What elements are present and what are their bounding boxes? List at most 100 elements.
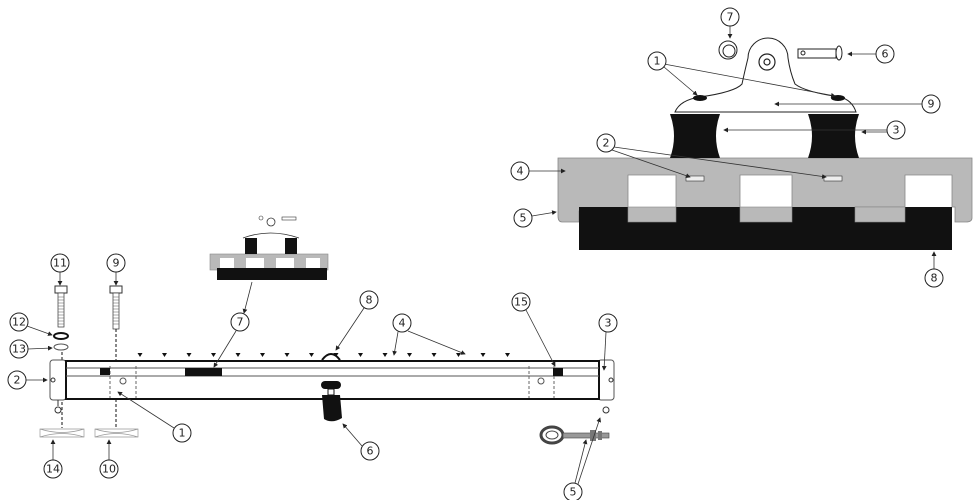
nut-right bbox=[823, 175, 843, 182]
washer bbox=[53, 343, 69, 351]
callout-number: 2 bbox=[14, 374, 21, 387]
callout-circle bbox=[43, 459, 63, 479]
rivet-marker bbox=[260, 353, 265, 357]
callout-number: 6 bbox=[882, 48, 889, 61]
detail-callout-3: 3 bbox=[886, 120, 906, 140]
assembly-thumbnail bbox=[209, 215, 329, 280]
leader-line bbox=[577, 417, 602, 485]
rivet-marker bbox=[162, 353, 167, 357]
leader-line bbox=[531, 210, 557, 217]
main-callout-2: 2 bbox=[7, 370, 27, 390]
rivet-marker bbox=[211, 353, 216, 357]
main-callout-8: 8 bbox=[359, 290, 379, 310]
car bbox=[185, 368, 222, 376]
leader-line bbox=[601, 331, 607, 371]
callout-number: 3 bbox=[605, 317, 612, 330]
detail-callout-7: 7 bbox=[720, 7, 740, 27]
rivet-marker bbox=[431, 353, 437, 357]
callout-circle bbox=[720, 7, 740, 27]
callout-number: 15 bbox=[514, 296, 528, 309]
main-callout-9: 9 bbox=[106, 253, 126, 273]
end-plug-14 bbox=[39, 428, 85, 438]
callout-number: 3 bbox=[893, 124, 900, 137]
rivet-marker bbox=[505, 353, 510, 357]
clevis-pin bbox=[797, 45, 843, 61]
callout-number: 7 bbox=[237, 316, 244, 329]
main-callout-12: 12 bbox=[9, 312, 29, 332]
leader-line bbox=[117, 391, 175, 429]
roller-left bbox=[670, 114, 720, 158]
main-callout-3: 3 bbox=[598, 313, 618, 333]
callout-number: 6 bbox=[367, 445, 374, 458]
end-plug-10 bbox=[94, 428, 139, 438]
rivet-marker bbox=[186, 353, 192, 357]
callout-number: 10 bbox=[102, 463, 116, 476]
rivet-marker bbox=[480, 353, 486, 357]
callout-circle bbox=[596, 133, 616, 153]
main-callout-10: 10 bbox=[99, 459, 119, 479]
callout-number: 2 bbox=[603, 137, 610, 150]
callout-number: 7 bbox=[727, 11, 734, 24]
callout-circle bbox=[106, 253, 126, 273]
callout-circle bbox=[924, 268, 944, 288]
end-cap-right bbox=[597, 359, 615, 401]
rivet-marker bbox=[235, 353, 241, 357]
bushing bbox=[718, 40, 738, 60]
main-callout-4: 4 bbox=[392, 313, 412, 333]
stop-right bbox=[553, 368, 563, 376]
end-cap-left bbox=[49, 359, 67, 401]
detail-callout-1: 1 bbox=[647, 51, 667, 71]
callout-circle bbox=[647, 51, 667, 71]
leader-line bbox=[242, 281, 253, 314]
main-callout-6: 6 bbox=[360, 441, 380, 461]
callout-circle bbox=[598, 313, 618, 333]
main-callout-11: 11 bbox=[50, 253, 70, 273]
callout-circle bbox=[172, 423, 192, 443]
callout-circle bbox=[886, 120, 906, 140]
callout-circle bbox=[510, 161, 530, 181]
rivet-marker bbox=[309, 353, 314, 357]
callout-circle bbox=[99, 459, 119, 479]
callout-circle bbox=[392, 313, 412, 333]
callout-circle bbox=[921, 94, 941, 114]
main-callout-15: 15 bbox=[511, 292, 531, 312]
callout-circle bbox=[513, 208, 533, 228]
callout-number: 9 bbox=[928, 98, 935, 111]
leader-line bbox=[27, 345, 53, 351]
callout-number: 9 bbox=[113, 257, 120, 270]
shackle bbox=[321, 353, 341, 361]
callout-number: 13 bbox=[12, 343, 26, 356]
callout-circle bbox=[563, 482, 583, 500]
callout-number: 11 bbox=[53, 257, 67, 270]
roller-right bbox=[808, 114, 859, 158]
callout-number: 4 bbox=[399, 317, 406, 330]
rivet-marker bbox=[358, 353, 363, 357]
callout-number: 8 bbox=[931, 272, 938, 285]
leader-line bbox=[26, 325, 53, 336]
leader-line bbox=[574, 439, 588, 484]
callout-circle bbox=[50, 253, 70, 273]
callout-number: 1 bbox=[654, 55, 661, 68]
rivet-marker bbox=[407, 353, 412, 357]
detail-callout-6: 6 bbox=[875, 44, 895, 64]
rivet-marker bbox=[284, 353, 290, 357]
callout-circle bbox=[230, 312, 250, 332]
main-callout-7: 7 bbox=[230, 312, 250, 332]
leader-line bbox=[525, 309, 556, 367]
detail-callout-2: 2 bbox=[596, 133, 616, 153]
rivet-marker bbox=[137, 353, 143, 357]
nut-left bbox=[685, 175, 705, 182]
leader-line bbox=[213, 330, 237, 368]
callout-number: 5 bbox=[570, 486, 577, 499]
main-callout-13: 13 bbox=[9, 339, 29, 359]
callout-number: 14 bbox=[46, 463, 60, 476]
leader-line bbox=[342, 423, 363, 447]
leader-line bbox=[611, 149, 691, 178]
o-ring bbox=[53, 332, 69, 340]
rivet-marker bbox=[382, 353, 388, 357]
knob bbox=[321, 381, 342, 422]
detail-callout-9: 9 bbox=[921, 94, 941, 114]
main-callout-14: 14 bbox=[43, 459, 63, 479]
